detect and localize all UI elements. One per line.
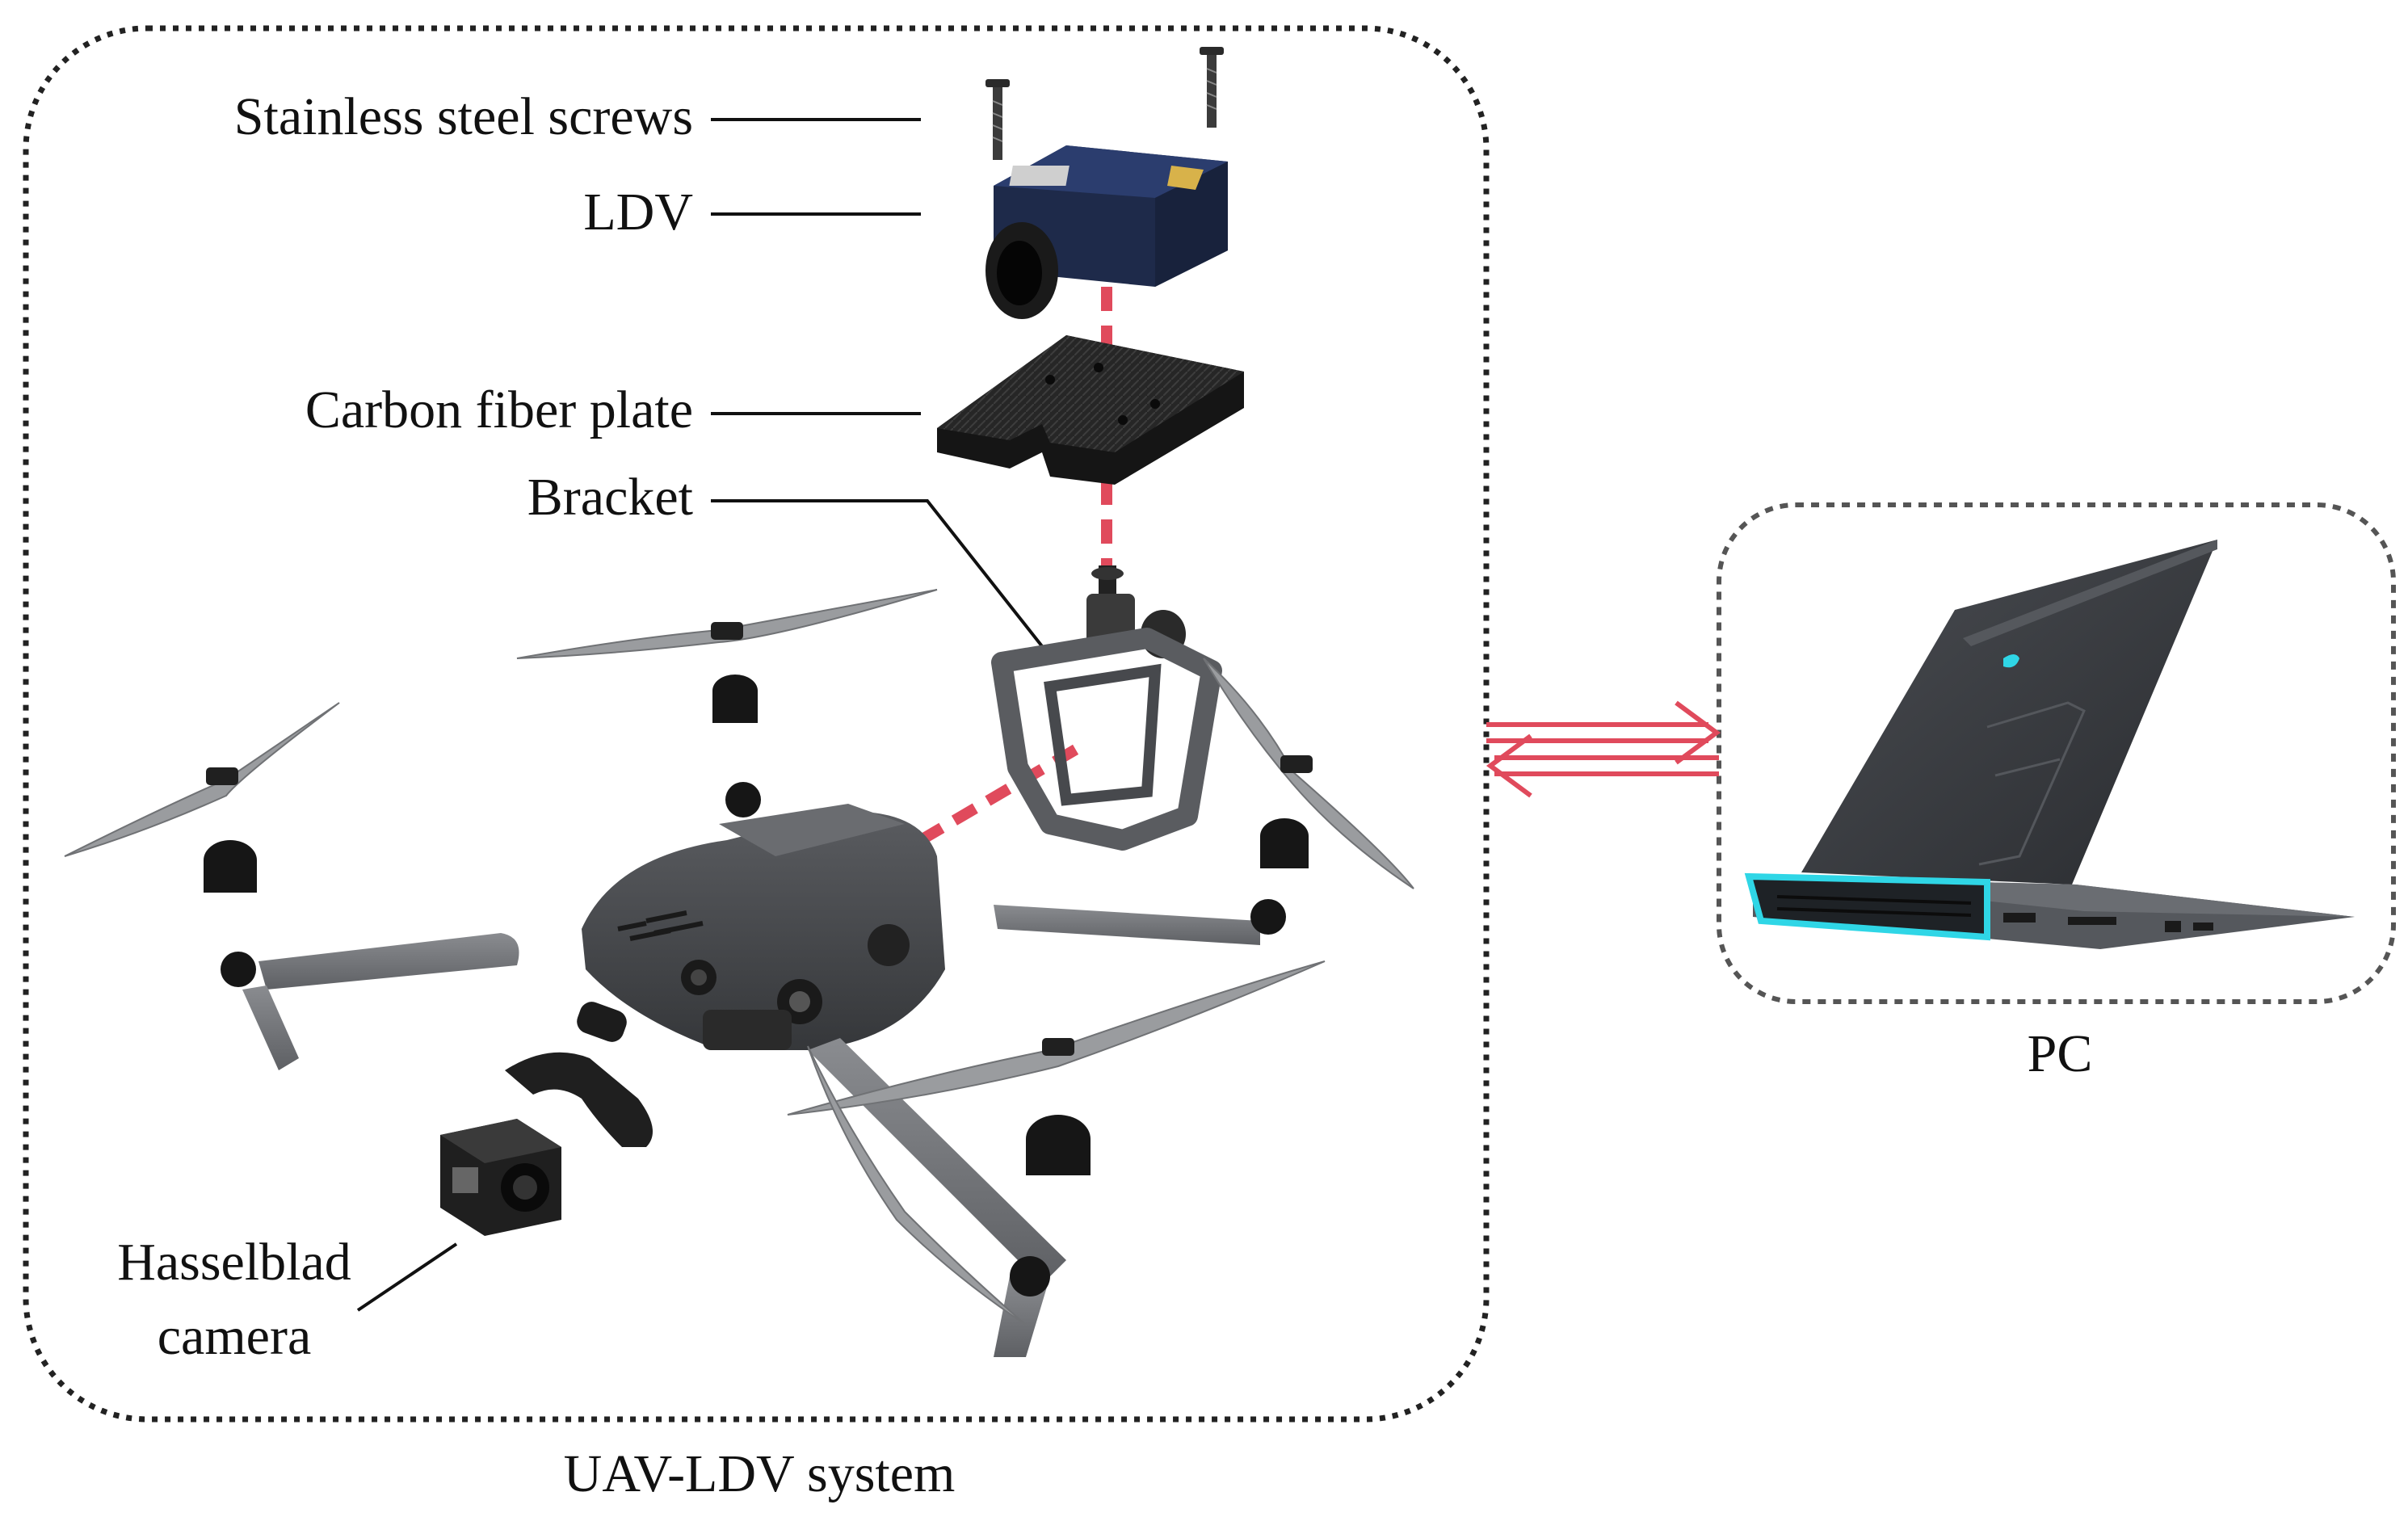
- label-ldv: LDV: [583, 183, 693, 242]
- propeller-2: [516, 589, 938, 659]
- label-bracket: Bracket: [527, 468, 693, 527]
- hasselblad-camera: [440, 1119, 561, 1236]
- motors: [204, 675, 1309, 1297]
- arrow-to-pc: [1486, 700, 1721, 765]
- laptop-pc: [1744, 540, 2355, 949]
- propeller-4: [787, 960, 1326, 1116]
- arm-rear-left: [258, 933, 519, 990]
- arm-rear-left-leg: [242, 986, 299, 1070]
- carbon-fiber-plate: [937, 335, 1244, 485]
- leader-lines: [356, 118, 1044, 1312]
- propellers: [64, 589, 1414, 1326]
- propeller-1: [64, 702, 340, 857]
- screw-left: [985, 79, 1010, 160]
- uav-ldv-system-boundary: [23, 25, 1490, 1423]
- label-carbon-fiber-plate: Carbon fiber plate: [305, 380, 693, 439]
- stainless-steel-screws: [985, 47, 1224, 160]
- data-link-arrows: [1486, 700, 1721, 798]
- leader-bracket: [711, 499, 1044, 648]
- laptop-logo: [2003, 654, 2019, 668]
- arm-front-left: [994, 905, 1260, 945]
- bracket: [991, 565, 1222, 851]
- label-hasselblad: Hasselblad: [117, 1233, 351, 1292]
- arrow-to-uav: [1486, 733, 1719, 798]
- laptop-light-strip: [1744, 872, 1990, 941]
- label-stainless-steel-screws: Stainless steel screws: [233, 87, 693, 146]
- propeller-3: [1203, 658, 1414, 889]
- ldv-sensor: [985, 145, 1228, 319]
- label-camera: camera: [157, 1307, 312, 1366]
- label-uav-ldv-system: UAV-LDV system: [563, 1444, 956, 1503]
- label-pc: PC: [2027, 1024, 2093, 1083]
- drone-body: [582, 804, 945, 1050]
- gimbal: [505, 1002, 653, 1147]
- screw-right: [1200, 47, 1224, 128]
- laptop-lid: [1801, 540, 2217, 885]
- propeller-5: [807, 1045, 1027, 1326]
- propeller-hubs: [206, 622, 1313, 1056]
- arm-front-leg: [994, 1276, 1050, 1357]
- leader-camera: [356, 1242, 458, 1312]
